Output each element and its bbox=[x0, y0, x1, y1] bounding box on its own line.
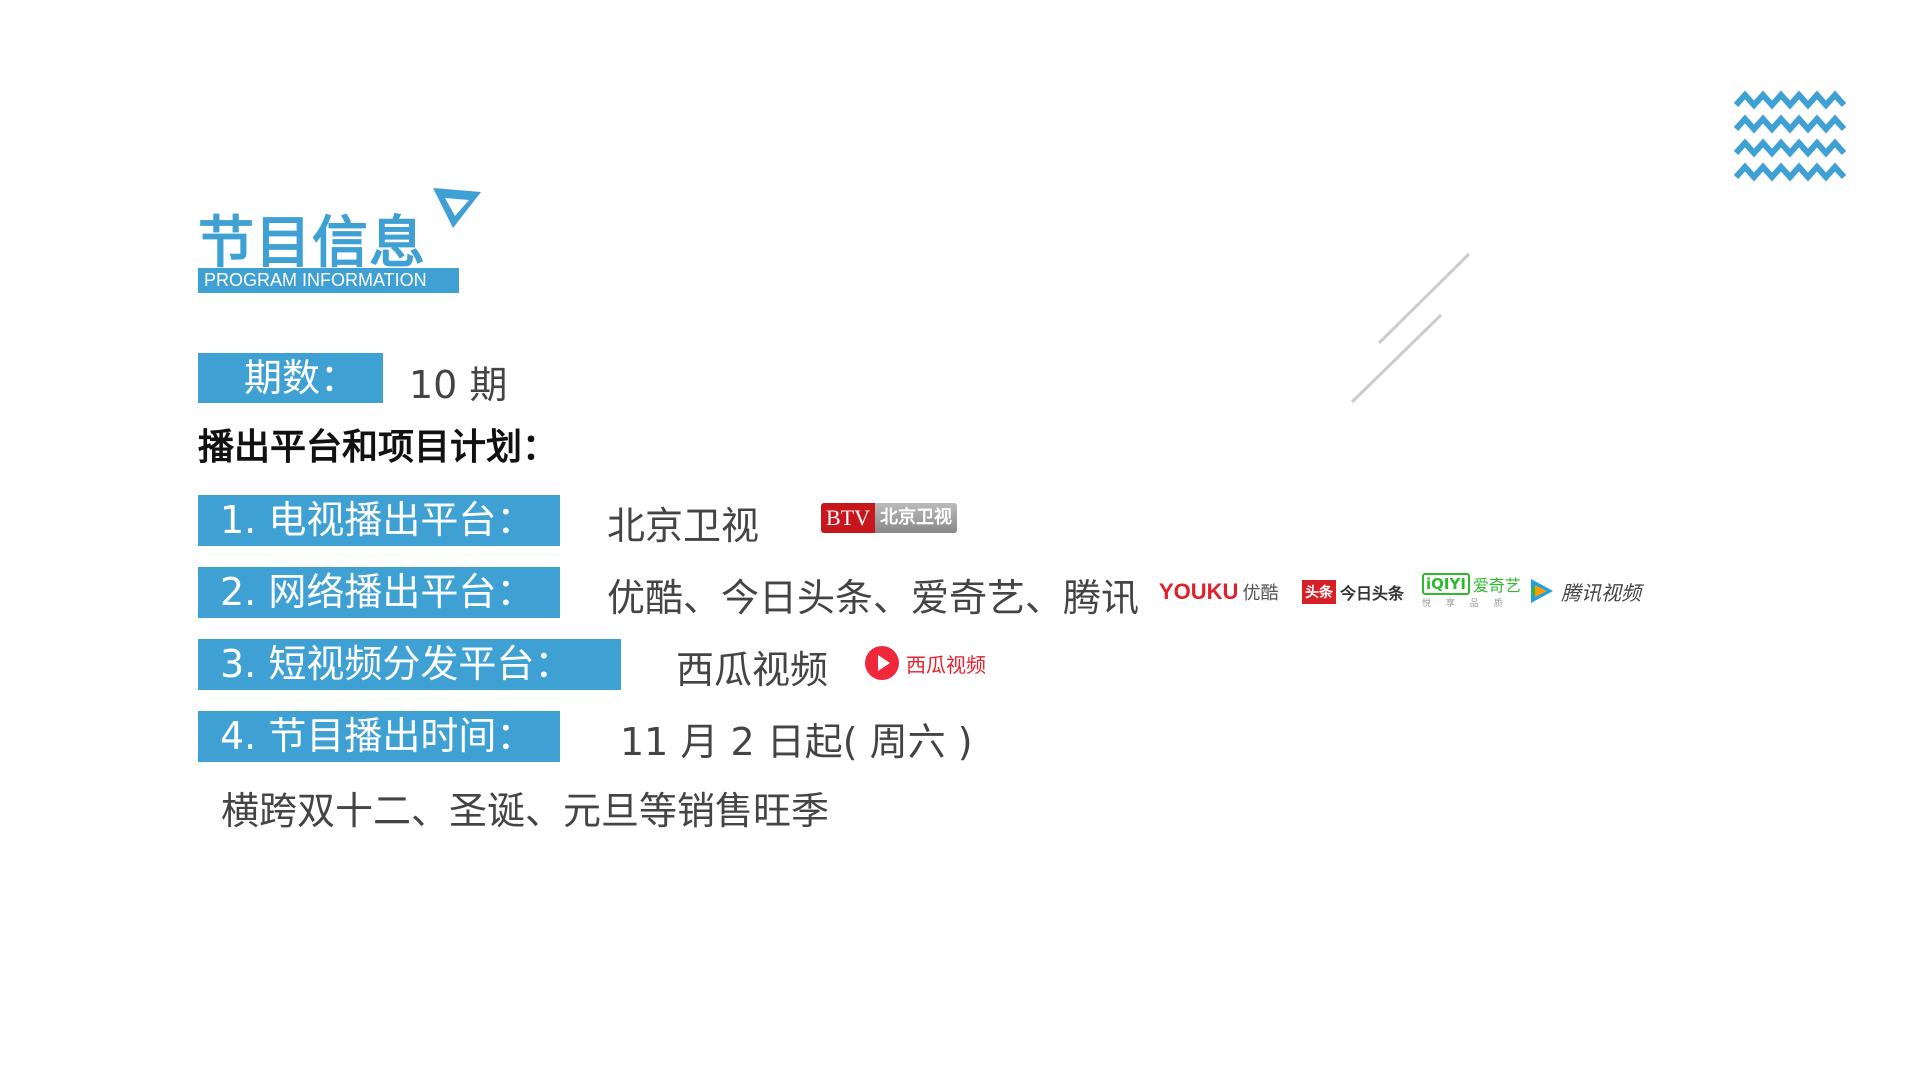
iqiyi-name: 爱奇艺 bbox=[1472, 576, 1521, 595]
zigzag-decoration-icon bbox=[1734, 90, 1846, 182]
toutiao-mark: 头条 bbox=[1302, 580, 1336, 604]
short-video-platform-label: 3. 短视频分发平台： bbox=[198, 639, 621, 690]
plan-heading: 播出平台和项目计划： bbox=[198, 427, 559, 468]
iqiyi-logo: iQIYI 爱奇艺 悦 享 品 质 bbox=[1422, 572, 1521, 609]
iqiyi-tagline: 悦 享 品 质 bbox=[1422, 599, 1509, 609]
page-title: 节目信息 bbox=[198, 211, 426, 276]
xigua-logo: 西瓜视频 bbox=[864, 645, 986, 681]
youku-name: 优酷 bbox=[1242, 583, 1279, 604]
online-platform-value: 优酷、今日头条、爱奇艺、腾讯 bbox=[607, 576, 1140, 620]
toutiao-logo: 头条 今日头条 bbox=[1302, 577, 1404, 607]
youku-mark: YOUKU bbox=[1159, 579, 1239, 604]
btv-logo: BTV 北京卫视 bbox=[821, 503, 957, 533]
tv-platform-value: 北京卫视 bbox=[607, 504, 760, 548]
short-video-platform-value: 西瓜视频 bbox=[676, 648, 829, 692]
xigua-name: 西瓜视频 bbox=[906, 652, 986, 677]
btv-name: 北京卫视 bbox=[875, 503, 957, 533]
diagonal-lines-decoration bbox=[1350, 252, 1471, 404]
tencent-name: 腾讯视频 bbox=[1561, 580, 1641, 605]
tencent-video-logo: 腾讯视频 bbox=[1529, 576, 1641, 606]
youku-logo: YOUKU 优酷 bbox=[1159, 577, 1278, 607]
toutiao-name: 今日头条 bbox=[1340, 584, 1405, 603]
broadcast-time-value: 11 月 2 日起( 周六 ) bbox=[620, 720, 973, 764]
xigua-play-icon bbox=[865, 646, 899, 680]
iqiyi-mark: iQIYI bbox=[1422, 573, 1470, 595]
online-platform-label: 2. 网络播出平台： bbox=[198, 567, 560, 618]
page-subtitle: PROGRAM INFORMATION bbox=[198, 268, 459, 293]
episodes-label: 期数： bbox=[198, 353, 383, 403]
btv-mark: BTV bbox=[821, 503, 875, 533]
tencent-play-icon bbox=[1531, 579, 1553, 603]
tv-platform-label: 1. 电视播出平台： bbox=[198, 495, 560, 546]
episodes-value: 10 期 bbox=[409, 363, 508, 407]
triangle-icon bbox=[433, 188, 481, 228]
broadcast-time-label: 4. 节目播出时间： bbox=[198, 711, 560, 762]
season-note: 横跨双十二、圣诞、元旦等销售旺季 bbox=[221, 789, 830, 833]
